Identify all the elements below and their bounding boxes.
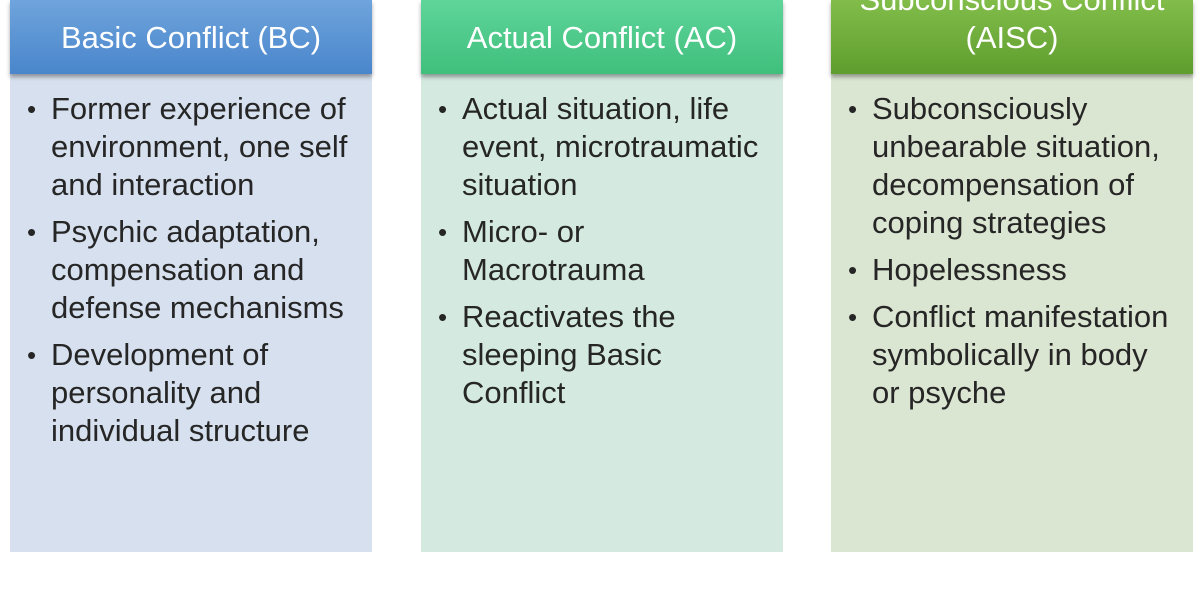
subconscious-conflict-column: Subconscious Conflict (AISC) •Subconscio…: [831, 0, 1193, 552]
basic-conflict-header: Basic Conflict (BC): [10, 0, 372, 74]
list-item: •Micro- or Macrotrauma: [438, 214, 645, 287]
actual-conflict-body: •Actual situation, life event, microtrau…: [421, 74, 783, 552]
bullet-icon: •: [848, 302, 858, 332]
basic-conflict-body: •Former experience of environment, one s…: [10, 74, 372, 552]
bullet-icon: •: [438, 302, 448, 332]
list-item: •Former experience of environment, one s…: [27, 91, 348, 202]
subconscious-conflict-header: Subconscious Conflict (AISC): [831, 0, 1193, 74]
bullet-icon: •: [848, 94, 858, 124]
basic-conflict-column: Basic Conflict (BC) •Former experience o…: [10, 0, 372, 552]
basic-conflict-title: Basic Conflict (BC): [60, 20, 322, 55]
bullet-icon: •: [438, 217, 448, 247]
actual-conflict-list: •Actual situation, life event, microtrau…: [433, 90, 769, 412]
subconscious-conflict-body: •Subconsciously unbearable situation, de…: [831, 74, 1193, 552]
list-item: •Reactivates the sleeping Basic Conflict: [438, 299, 676, 410]
list-item: •Conflict manifestation symbolically in …: [848, 299, 1169, 410]
subconscious-conflict-list: •Subconsciously unbearable situation, de…: [843, 90, 1179, 412]
actual-conflict-column: Actual Conflict (AC) •Actual situation, …: [421, 0, 783, 552]
actual-conflict-header: Actual Conflict (AC): [421, 0, 783, 74]
bullet-icon: •: [848, 255, 858, 285]
list-item: •Subconsciously unbearable situation, de…: [848, 91, 1160, 240]
bullet-icon: •: [438, 94, 448, 124]
actual-conflict-title: Actual Conflict (AC): [466, 20, 738, 55]
bullet-icon: •: [27, 94, 37, 124]
list-item: •Psychic adaptation, compensation and de…: [27, 214, 344, 325]
list-item: •Actual situation, life event, microtrau…: [438, 91, 759, 202]
bullet-icon: •: [27, 340, 37, 370]
list-item: •Development of personality and individu…: [27, 337, 310, 448]
list-item: •Hopelessness: [848, 252, 1067, 287]
basic-conflict-list: •Former experience of environment, one s…: [22, 90, 358, 450]
bullet-icon: •: [27, 217, 37, 247]
subconscious-conflict-title: Subconscious Conflict (AISC): [860, 0, 1165, 55]
